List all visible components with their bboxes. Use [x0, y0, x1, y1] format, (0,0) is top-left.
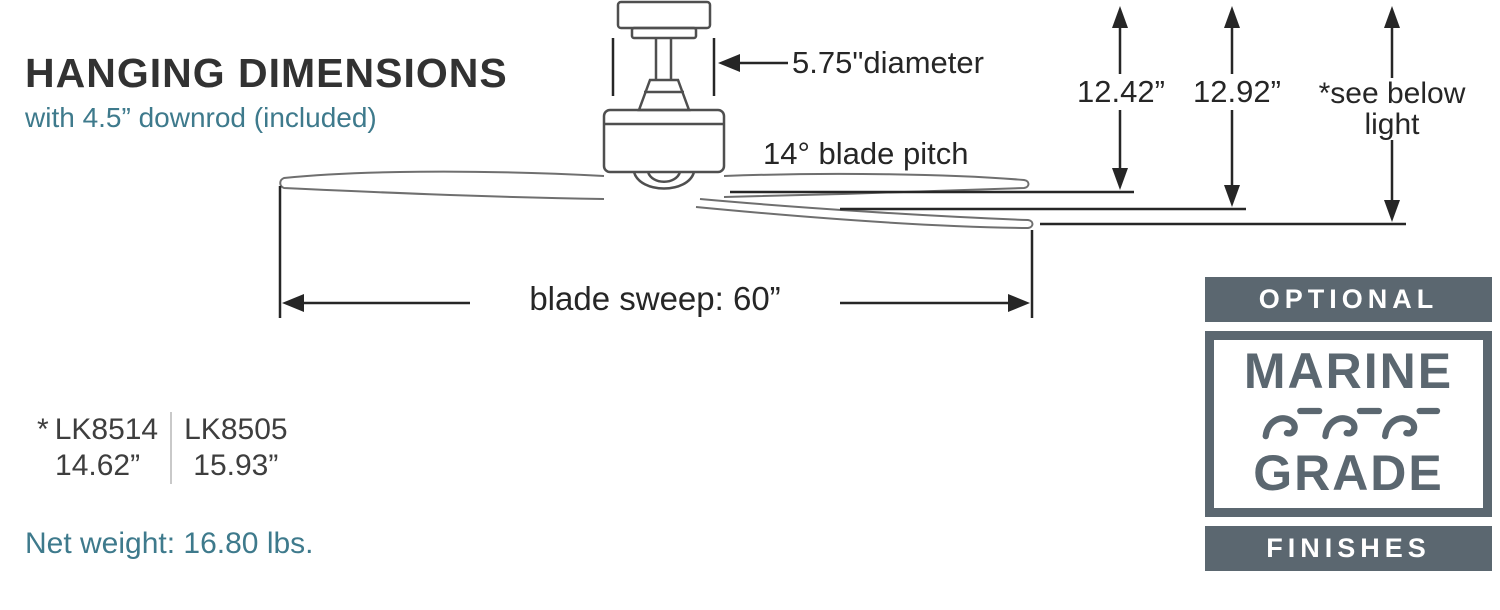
- model-2-height: 15.93”: [193, 449, 279, 482]
- spec-column-divider: [170, 412, 173, 484]
- page-subtitle: with 4.5” downrod (included): [25, 102, 377, 133]
- model-spec-table: *LK8514 14.62” LK8505 15.93”: [25, 412, 300, 484]
- model-1-row: *LK8514: [37, 412, 158, 448]
- badge-main-box: MARINE GRADE: [1205, 331, 1492, 517]
- downrod-diameter-label: 5.75"diameter: [792, 45, 984, 80]
- badge-word-grade: GRADE: [1253, 445, 1444, 501]
- footnote-marker: *: [37, 413, 49, 446]
- net-weight-label: Net weight: 16.80 lbs.: [25, 527, 314, 560]
- blade-pitch-label: 14° blade pitch: [763, 136, 969, 171]
- height-dimension-3-label: *see below light: [1297, 78, 1487, 140]
- dimension-arrowheads: [282, 6, 1400, 312]
- model-1-name: LK8514: [54, 413, 159, 446]
- height-dimension-2-label: 12.92”: [1180, 74, 1294, 110]
- fan-blades: [279, 170, 1034, 230]
- blade-sweep-label: blade sweep: 60”: [470, 280, 840, 318]
- see-below-light-line1: *see below: [1318, 77, 1466, 110]
- model-2-name: LK8505: [184, 413, 288, 446]
- marine-grade-badge: OPTIONAL MARINE GRADE FINISHES: [1205, 277, 1492, 571]
- model-1-height: 14.62”: [55, 449, 141, 482]
- see-below-light-line2: light: [1364, 108, 1420, 141]
- height-dimension-1-label: 12.42”: [1064, 74, 1178, 110]
- badge-optional-bar: OPTIONAL: [1205, 277, 1492, 322]
- badge-finishes-bar: FINISHES: [1205, 526, 1492, 571]
- page-title: HANGING DIMENSIONS: [25, 50, 508, 96]
- wave-icon: [1262, 407, 1440, 440]
- spec-col-lk8514: *LK8514 14.62”: [25, 412, 170, 484]
- badge-word-marine: MARINE: [1243, 343, 1454, 399]
- fan-body: [602, 0, 726, 190]
- spec-col-lk8505: LK8505 15.93”: [172, 412, 299, 484]
